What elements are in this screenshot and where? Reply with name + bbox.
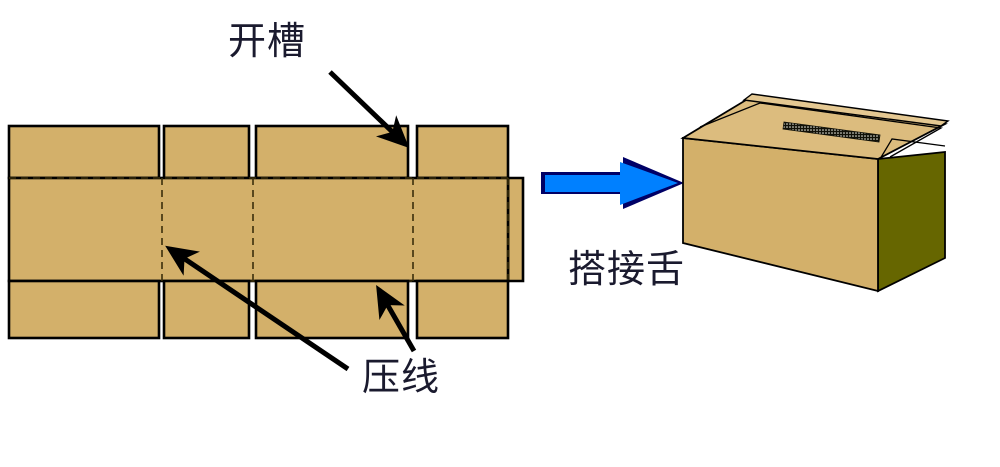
top-flaps — [7, 124, 510, 180]
top-flap-1 — [7, 124, 161, 180]
bottom-flap-3 — [254, 279, 410, 340]
bottom-flap-4 — [415, 279, 510, 340]
process-arrow — [541, 157, 684, 209]
box-face-right — [877, 151, 946, 293]
pointer-creasing-left — [165, 245, 350, 372]
label-creasing: 压线 — [362, 355, 441, 399]
box-top-seam — [782, 121, 881, 143]
bottom-flaps — [7, 279, 510, 340]
bottom-flap-2 — [162, 279, 251, 340]
box-right-flap-fold — [879, 138, 946, 160]
body-panels — [7, 176, 510, 283]
body-strip — [7, 176, 510, 283]
top-flap-3 — [254, 124, 410, 180]
glue-flap — [506, 176, 525, 283]
pointer-slotting — [328, 70, 410, 149]
label-glue-flap: 搭接舌 — [568, 247, 686, 291]
top-flap-2 — [162, 124, 251, 180]
assembled-carton — [680, 93, 950, 293]
box-top-flap-edge — [742, 93, 950, 127]
flat-carton-blank — [7, 124, 525, 340]
pointer-creasing-right — [376, 284, 417, 353]
top-flap-4 — [415, 124, 510, 180]
label-slotting: 开槽 — [228, 19, 307, 63]
pointer-arrows — [165, 70, 417, 372]
box-face-front — [682, 136, 879, 293]
bottom-flap-1 — [7, 279, 161, 340]
